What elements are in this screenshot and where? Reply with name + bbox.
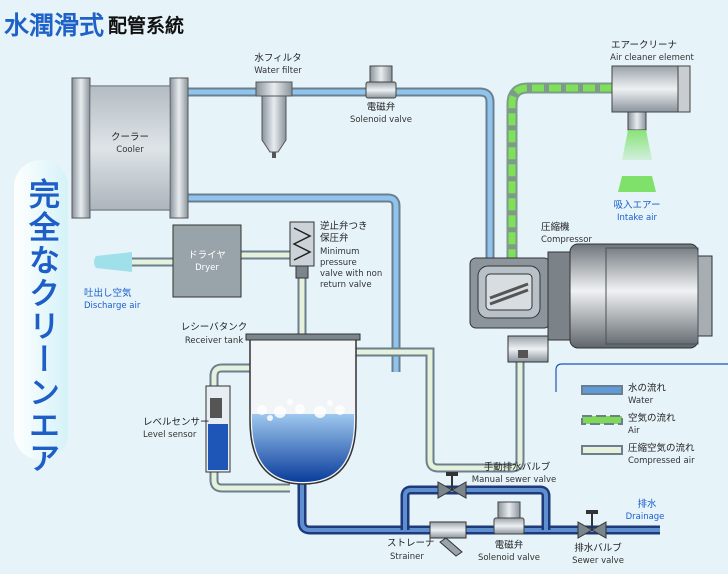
check-valve	[289, 221, 315, 279]
side-banner-bg	[14, 160, 68, 460]
manual-sewer-label-jp: 手動排水バルブ	[484, 461, 551, 473]
solenoid-valve-bottom	[493, 501, 525, 535]
check-valve-label-jp1: 逆止弁つき	[320, 220, 368, 232]
level-sensor	[205, 385, 231, 473]
strainer-label-en: Strainer	[390, 552, 424, 562]
discharge-air-label-jp: 吐出し空気	[84, 287, 132, 299]
title-sub: 配管系統	[108, 14, 184, 37]
solenoid-bottom-label-en: Solenoid valve	[478, 553, 540, 563]
drainage-label-jp: 排水	[637, 498, 657, 510]
receiver-tank	[245, 333, 361, 485]
sewer-valve-label-jp: 排水バルブ	[574, 542, 622, 554]
dryer-label-en: Dryer	[195, 263, 219, 273]
sewer-valve	[577, 510, 607, 539]
title-main: 水潤滑式	[4, 11, 104, 40]
cooler-label-en: Cooler	[116, 145, 144, 155]
legend: 水の流れ Water 空気の流れ Air 圧縮空気の流れ Compressed …	[555, 363, 728, 466]
legend-swatch-air	[581, 415, 623, 425]
level-sensor-label-jp: レベルセンサー	[143, 417, 210, 428]
cooler	[71, 77, 189, 219]
solenoid-top-label-en: Solenoid valve	[350, 115, 412, 125]
water-filter-label-jp: 水フィルタ	[254, 52, 301, 64]
check-valve-label-en2: pressure	[320, 258, 357, 268]
side-banner-text: 完全なクリーンエア	[23, 177, 61, 475]
check-valve-label-en4: return valve	[320, 280, 372, 290]
solenoid-valve-top	[365, 65, 397, 99]
legend-label-air-en: Air	[628, 426, 640, 436]
drain-pipe	[297, 478, 612, 535]
legend-label-water-en: Water	[628, 396, 654, 406]
cooler-label-jp: クーラー	[111, 132, 149, 143]
manual-sewer-valve	[437, 472, 467, 499]
air-cleaner-label-jp: エアークリーナ	[611, 40, 677, 51]
strainer	[429, 521, 467, 557]
compressor-label-jp: 圧縮機	[541, 221, 570, 233]
motor	[547, 243, 713, 349]
intake-air-label-jp: 吸入エアー	[614, 200, 661, 211]
discharge-air-flow	[94, 252, 132, 272]
receiver-tank-label-jp: レシーバタンク	[181, 322, 247, 333]
check-valve-label-en3: valve with non	[320, 269, 382, 279]
manual-sewer-label-en: Manual sewer valve	[472, 475, 557, 485]
legend-swatch-water	[581, 385, 623, 395]
legend-label-air-jp: 空気の流れ	[628, 412, 676, 424]
solenoid-bottom-label-jp: 電磁弁	[495, 539, 524, 551]
water-pipe-top	[185, 87, 495, 262]
intake-air-label-en: Intake air	[617, 213, 658, 223]
air-cleaner-label-en: Air cleaner element	[610, 53, 694, 63]
compressor-label-en: Compressor	[541, 235, 592, 245]
legend-label-compressed-jp: 圧縮空気の流れ	[628, 442, 695, 454]
air-cleaner	[611, 65, 691, 192]
check-valve-label-en1: Minimum	[320, 247, 359, 257]
water-filter-label-en: Water filter	[254, 66, 302, 76]
compressed-air-pipe	[355, 345, 525, 473]
level-sensor-label-en: Level sensor	[143, 430, 197, 440]
sewer-valve-label-en: Sewer valve	[572, 556, 624, 566]
legend-label-compressed-en: Compressed air	[628, 456, 695, 466]
receiver-tank-label-en: Receiver tank	[185, 336, 243, 346]
water-pipe-return	[185, 193, 401, 372]
compressor	[469, 257, 551, 363]
legend-swatch-compressed	[581, 445, 623, 455]
strainer-label-jp: ストレーナ	[387, 538, 435, 549]
legend-label-water-jp: 水の流れ	[628, 382, 667, 394]
dryer	[172, 224, 242, 298]
dryer-label-jp: ドライヤ	[188, 250, 226, 261]
air-pipe	[506, 82, 612, 262]
drainage-label-en: Drainage	[626, 512, 665, 522]
water-filter	[255, 81, 293, 158]
solenoid-top-label-jp: 電磁弁	[367, 101, 396, 113]
discharge-air-label-en: Discharge air	[84, 301, 141, 311]
check-valve-label-jp2: 保圧弁	[320, 232, 349, 244]
